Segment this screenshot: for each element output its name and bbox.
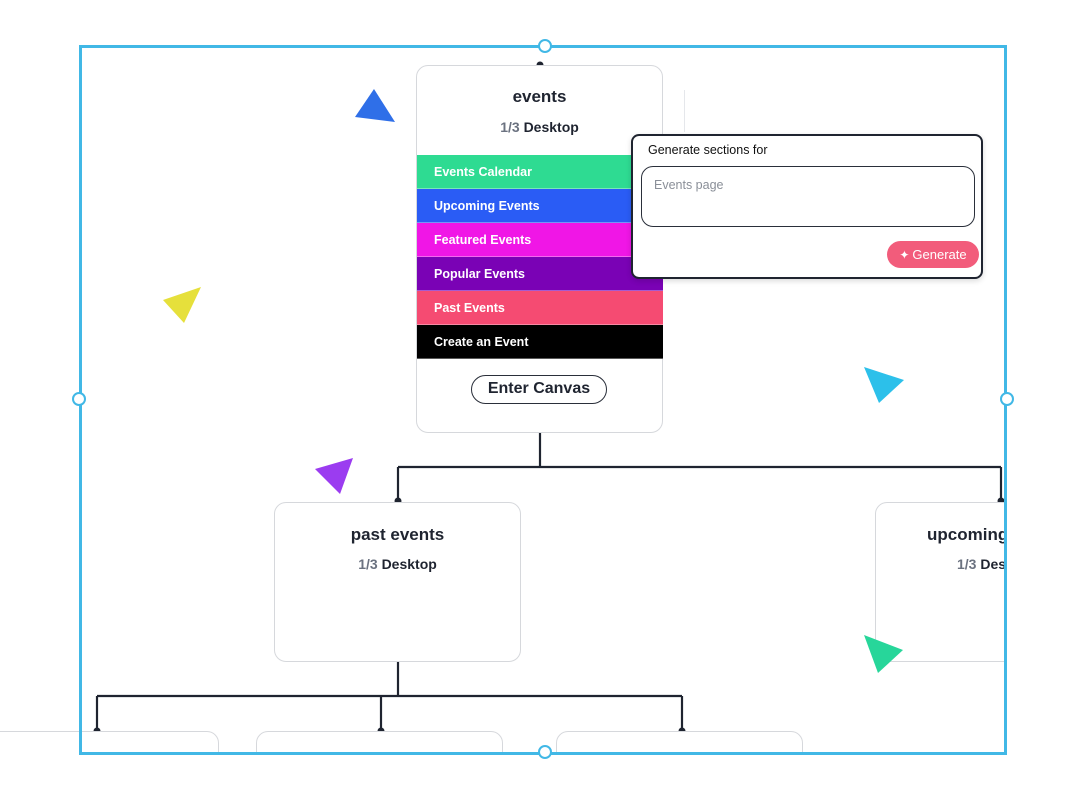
page-card-grandchild-3[interactable] [556, 731, 803, 755]
section-featured-events[interactable]: Featured Events [417, 223, 663, 257]
section-past-events[interactable]: Past Events [417, 291, 663, 325]
generate-sections-popover: Generate sections for Events page ✦Gener… [631, 134, 983, 279]
page-card-past-events[interactable]: past events 1/3 Desktop [274, 502, 521, 662]
resize-handle-right[interactable] [1000, 392, 1014, 406]
grandchild-clip [0, 730, 1085, 755]
sections-prompt-input[interactable]: Events page [641, 166, 975, 227]
page-card-grandchild-1[interactable] [0, 731, 219, 755]
device-label: Desktop [381, 556, 437, 572]
sparkle-icon: ✦ [899, 248, 910, 262]
section-popular-events[interactable]: Popular Events [417, 257, 663, 291]
section-list: Events Calendar Upcoming Events Featured… [417, 155, 663, 359]
card-title: upcoming [927, 525, 1005, 544]
popover-label: Generate sections for [648, 143, 768, 157]
purple-cursor-icon [315, 458, 353, 494]
page-fraction: 1/3 [500, 119, 520, 135]
card-subtitle: 1/3 Desktop [275, 556, 520, 572]
page-fraction: 1/3 [957, 556, 977, 572]
section-events-calendar[interactable]: Events Calendar [417, 155, 663, 189]
section-upcoming-events[interactable]: Upcoming Events [417, 189, 663, 223]
yellow-cursor-icon [163, 287, 201, 323]
green-cursor-icon [864, 635, 903, 673]
resize-handle-bottom[interactable] [538, 745, 552, 759]
generate-label: Generate [912, 247, 967, 262]
page-card-events[interactable]: events 1/3 Desktop Events Calendar Upcom… [416, 65, 663, 433]
card-subtitle: 1/3 Des [957, 556, 1005, 572]
section-create-event[interactable]: Create an Event [417, 325, 663, 359]
card-subtitle: 1/3 Desktop [417, 119, 662, 135]
enter-canvas-button[interactable]: Enter Canvas [471, 375, 607, 404]
divider [684, 90, 685, 132]
device-label: Desktop [523, 119, 579, 135]
page-fraction: 1/3 [358, 556, 378, 572]
page-card-upcoming-clip: upcoming 1/3 Des [875, 502, 1005, 664]
card-title: events [512, 87, 567, 106]
page-card-upcoming[interactable]: upcoming 1/3 Des [875, 502, 1005, 662]
device-label: Des [980, 556, 1005, 572]
resize-handle-top[interactable] [538, 39, 552, 53]
card-title: past events [350, 525, 445, 544]
blue-cursor-icon [355, 89, 395, 122]
resize-handle-left[interactable] [72, 392, 86, 406]
generate-button[interactable]: ✦Generate [887, 241, 979, 268]
cyan-cursor-icon [864, 367, 904, 403]
page-card-grandchild-2[interactable] [256, 731, 503, 755]
